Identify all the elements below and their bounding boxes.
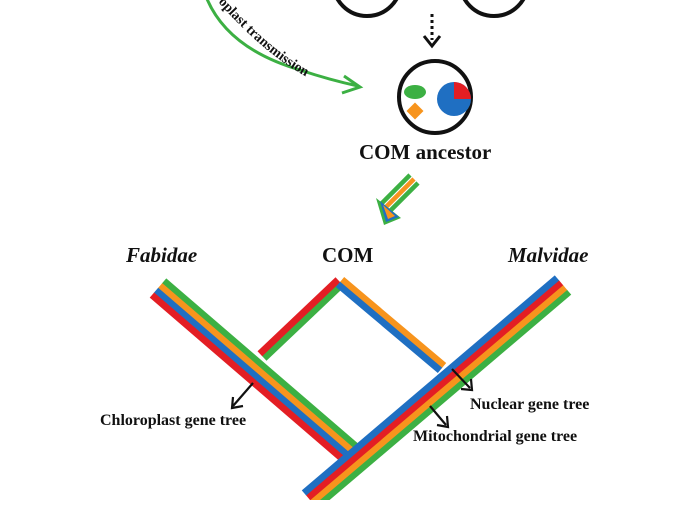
branch-fabidae-green-stripe xyxy=(161,278,361,451)
branch-fabidae xyxy=(149,278,361,465)
gene-trees xyxy=(149,275,572,505)
chloroplast-organelle xyxy=(404,85,426,99)
com-label: COM xyxy=(322,243,374,267)
branch-fabidae-orange-stripe xyxy=(157,283,357,456)
mitochondrion-organelle xyxy=(406,102,424,120)
nuclear-tree-arrow xyxy=(451,368,474,392)
fabidae-label: Fabidae xyxy=(126,243,198,267)
transmission-arc xyxy=(205,0,364,95)
com-ancestor-cell xyxy=(397,59,473,135)
branch-com-right-blue-stripe xyxy=(335,281,443,373)
chloroplast-tree-arrow xyxy=(230,382,254,410)
branch-com-left-green-stripe xyxy=(261,281,345,361)
branch-com-right-orange-stripe xyxy=(339,277,447,369)
branch-malvidae xyxy=(301,275,572,505)
dotted-arrow-down xyxy=(422,14,442,49)
branch-malvidae-red-stripe xyxy=(305,280,564,501)
lineage-arrow xyxy=(376,173,420,225)
mito-tree-label: Mitochondrial gene tree xyxy=(413,428,578,445)
branch-fabidae-red-stripe xyxy=(149,292,349,465)
mito-tree-arrow xyxy=(429,405,450,429)
branch-malvidae-blue-stripe xyxy=(301,275,560,496)
top-cell-right xyxy=(462,0,526,18)
chloroplast-tree-label: Chloroplast gene tree xyxy=(100,412,247,429)
branch-com-left-red-stripe xyxy=(257,277,341,357)
malvidae-label: Malvidae xyxy=(508,243,589,267)
branch-malvidae-orange-stripe xyxy=(309,284,568,505)
annotation-arrows xyxy=(230,368,474,429)
com-ancestor-label: COM ancestor xyxy=(359,140,492,164)
nuclear-tree-label: Nuclear gene tree xyxy=(470,396,590,413)
branch-malvidae-green-stripe xyxy=(313,289,572,505)
top-cell-left xyxy=(335,0,399,18)
branch-fabidae-blue-stripe xyxy=(153,287,353,460)
branch-com-right xyxy=(335,277,447,373)
nucleus-red-wedge xyxy=(454,82,471,99)
arc-label: oplast transmission xyxy=(215,0,311,80)
branch-com-left xyxy=(257,277,345,361)
